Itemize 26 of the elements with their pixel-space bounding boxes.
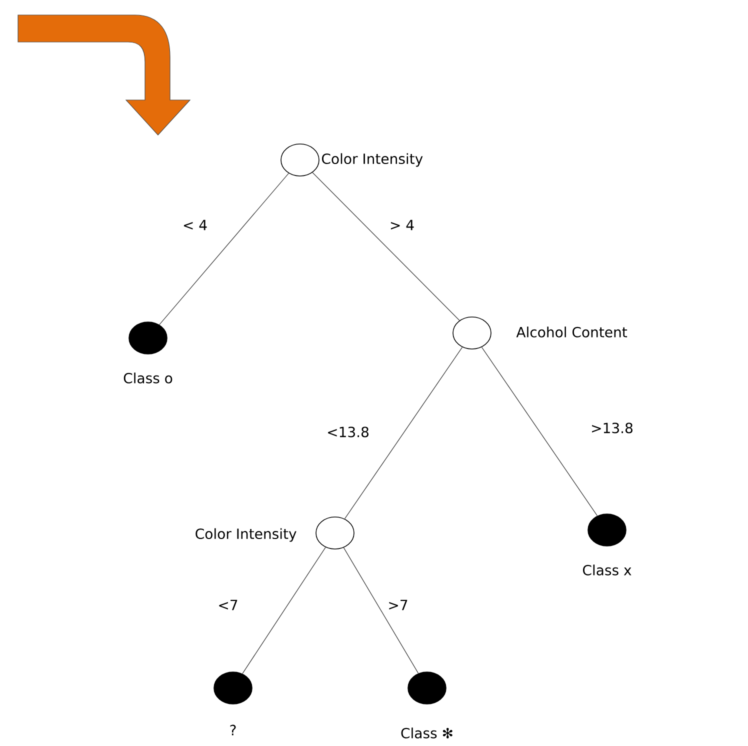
edge-label: >7 (389, 600, 408, 610)
branch-line (159, 172, 289, 326)
leaf-circle (588, 514, 626, 546)
leaf-circle (214, 672, 252, 704)
edge-label: > 4 (390, 220, 414, 230)
branch-line (344, 346, 463, 520)
decision-circle (280, 144, 320, 176)
branch-line (481, 346, 598, 516)
leaf-circle (408, 672, 446, 704)
node-label: Color Intensity (196, 528, 296, 542)
edge-label: <7 (219, 600, 238, 610)
branch-line (312, 172, 460, 321)
edge-label: <13.8 (328, 426, 368, 438)
branch-line (242, 546, 326, 674)
node-label: Class ✻ (401, 728, 452, 738)
node-label: ? (230, 724, 236, 736)
edge-label: < 4 (184, 220, 207, 230)
node-label: Alcohol Content (516, 326, 628, 338)
edge-label: >13.8 (592, 422, 632, 434)
branch-line (343, 547, 419, 674)
decision-circle (452, 316, 492, 350)
node-label: Class o (124, 372, 172, 384)
leaf-circle (128, 322, 168, 354)
node-label: Color Intensity (322, 153, 423, 167)
decision-circle (316, 516, 354, 550)
node-label: Class x (583, 564, 632, 576)
